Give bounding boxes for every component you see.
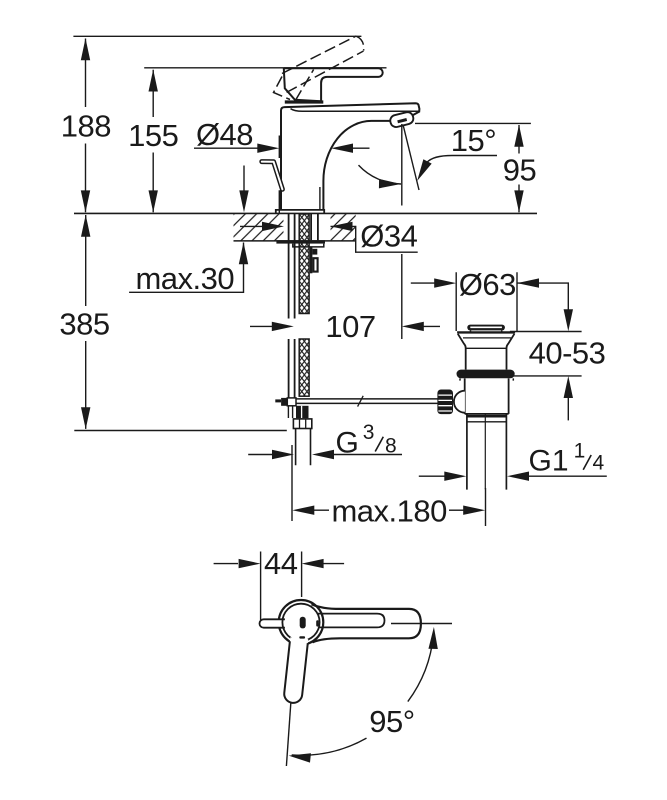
svg-text:1: 1 (574, 440, 586, 463)
svg-text:G: G (336, 427, 359, 460)
svg-text:G1: G1 (529, 445, 569, 478)
svg-text:188: 188 (61, 109, 111, 144)
svg-text:95: 95 (503, 152, 536, 187)
svg-text:155: 155 (128, 118, 178, 153)
svg-text:3: 3 (363, 421, 375, 444)
svg-text:44: 44 (264, 546, 298, 581)
svg-text:max.30: max.30 (135, 261, 234, 296)
svg-text:385: 385 (59, 307, 109, 342)
svg-text:95°: 95° (369, 704, 414, 739)
svg-text:max.180: max.180 (331, 493, 447, 528)
svg-text:4: 4 (593, 452, 605, 475)
svg-text:15°: 15° (451, 123, 496, 158)
svg-text:Ø34: Ø34 (360, 219, 417, 254)
svg-text:Ø48: Ø48 (196, 117, 253, 152)
svg-text:8: 8 (385, 435, 397, 458)
svg-text:107: 107 (325, 309, 375, 344)
svg-text:40-53: 40-53 (529, 335, 606, 370)
svg-text:Ø63: Ø63 (459, 267, 516, 302)
